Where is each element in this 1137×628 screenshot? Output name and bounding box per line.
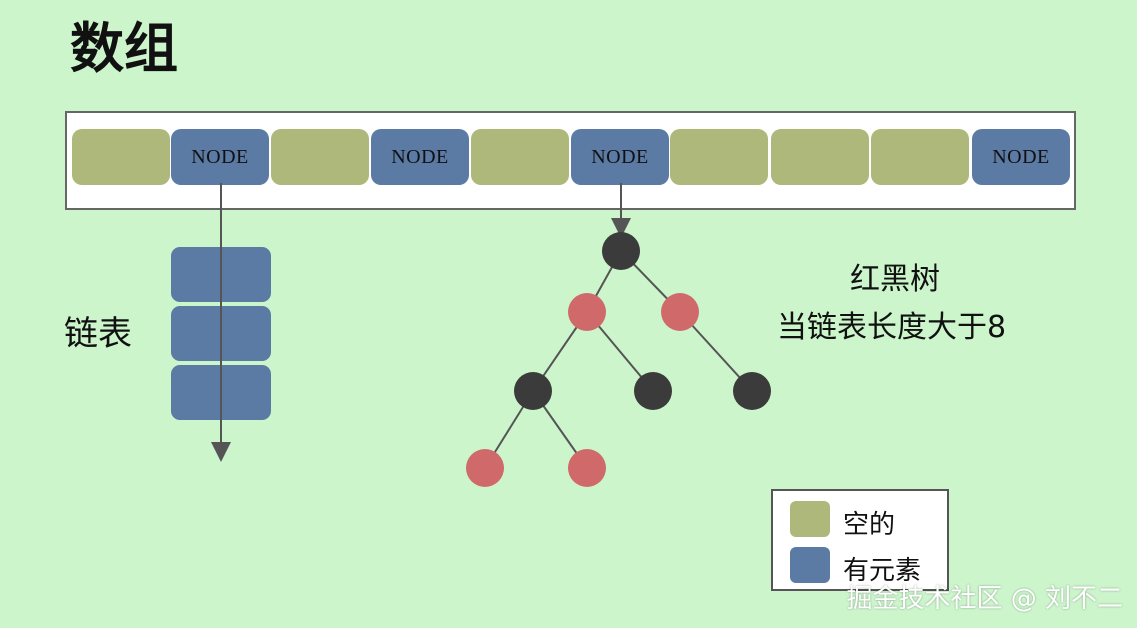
tree-nodes bbox=[466, 232, 771, 487]
tree-node-red bbox=[568, 293, 606, 331]
array-cell-node: NODE bbox=[371, 129, 469, 185]
tree-node-black bbox=[514, 372, 552, 410]
array-cell-node: NODE bbox=[171, 129, 269, 185]
watermark: 掘金技术社区 @ 刘不二 bbox=[846, 584, 1123, 614]
array-cell-empty bbox=[771, 129, 869, 185]
node-label: NODE bbox=[992, 145, 1050, 168]
legend-label-node: 有元素 bbox=[843, 556, 922, 586]
array-cell-node: NODE bbox=[571, 129, 669, 185]
array-cell-empty bbox=[670, 129, 768, 185]
node-label: NODE bbox=[391, 145, 449, 168]
tree-node-red bbox=[466, 449, 504, 487]
tree-node-red bbox=[661, 293, 699, 331]
tree-node-black bbox=[634, 372, 672, 410]
array-cell-empty bbox=[871, 129, 969, 185]
red-black-tree-label: 红黑树 bbox=[850, 262, 940, 297]
legend-swatch-node bbox=[790, 547, 830, 583]
array-cell-empty bbox=[271, 129, 369, 185]
node-label: NODE bbox=[191, 145, 249, 168]
tree-edges bbox=[484, 250, 753, 469]
array-cell-node: NODE bbox=[972, 129, 1070, 185]
array-cell-empty bbox=[72, 129, 170, 185]
array-cell-empty bbox=[471, 129, 569, 185]
page-title: 数组 bbox=[70, 17, 178, 80]
legend: 空的 有元素 bbox=[771, 489, 949, 591]
tree-node-black bbox=[733, 372, 771, 410]
linked-list-label: 链表 bbox=[64, 314, 132, 354]
tree-node-red bbox=[568, 449, 606, 487]
node-label: NODE bbox=[591, 145, 649, 168]
legend-label-empty: 空的 bbox=[843, 510, 896, 540]
red-black-tree-condition: 当链表长度大于8 bbox=[777, 310, 1007, 345]
tree-node-black bbox=[602, 232, 640, 270]
legend-swatch-empty bbox=[790, 501, 830, 537]
